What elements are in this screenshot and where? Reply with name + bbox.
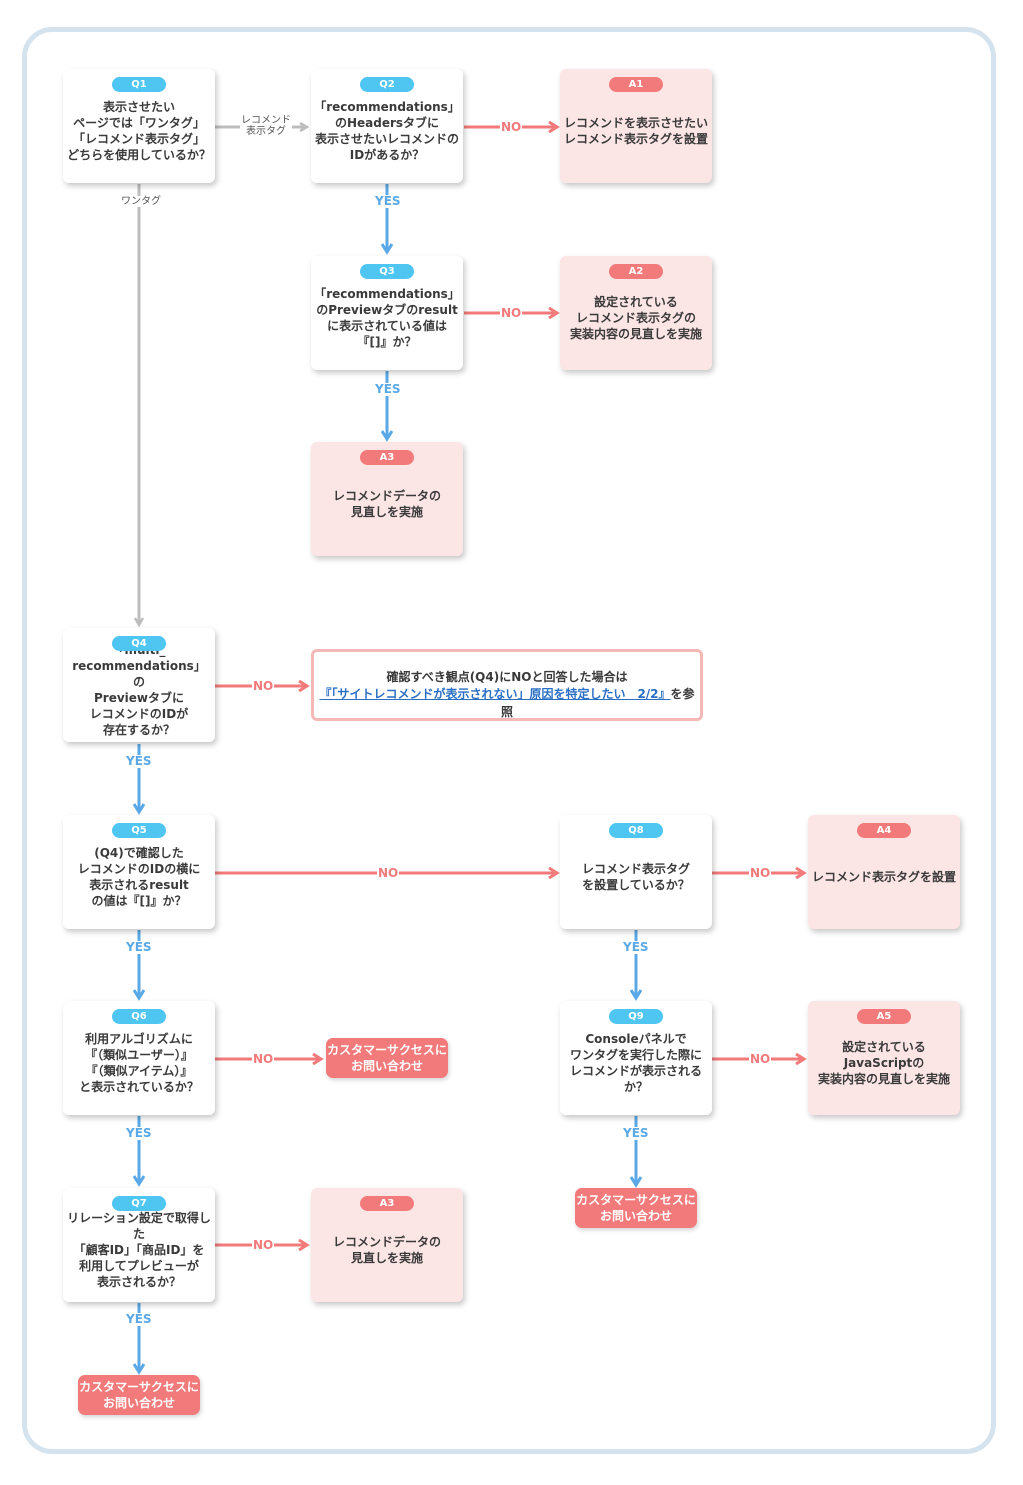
label-no: NO <box>252 1052 275 1066</box>
badge-a5: A5 <box>857 1009 911 1024</box>
question-text: 「multi_ recommendations」の Previewタブに レコメ… <box>72 643 206 737</box>
label-no: NO <box>377 866 400 880</box>
label-yes: YES <box>622 940 650 954</box>
note-suffix: を参照 <box>500 687 695 719</box>
label-yes: YES <box>125 940 153 954</box>
label-no: NO <box>749 1052 772 1066</box>
badge-q6: Q6 <box>112 1009 166 1024</box>
badge-q2: Q2 <box>360 77 414 92</box>
badge-q7: Q7 <box>112 1196 166 1211</box>
question-text: 「recommendations」 のPreviewタブのresult に表示さ… <box>314 287 460 349</box>
question-q9: Q9 Consoleパネルで ワンタグを実行した際に レコメンドが表示されるか？ <box>560 1001 712 1115</box>
answer-a2: A2 設定されている レコメンド表示タグの 実装内容の見直しを実施 <box>560 256 712 370</box>
answer-a5: A5 設定されている JavaScriptの 実装内容の見直しを実施 <box>808 1001 960 1115</box>
badge-q9: Q9 <box>609 1009 663 1024</box>
question-q2: Q2 「recommendations」 のHeadersタブに 表示させたいレ… <box>311 69 463 183</box>
answer-a1: A1 レコメンドを表示させたい レコメンド表示タグを設置 <box>560 69 712 183</box>
label-yes: YES <box>125 1312 153 1326</box>
question-q1: Q1 表示させたい ページでは「ワンタグ」 「レコメンド表示タグ」 どちらを使用… <box>63 69 215 183</box>
question-q4: Q4 「multi_ recommendations」の Previewタブに … <box>63 628 215 742</box>
question-text: リレーション設定で取得した 「顧客ID」「商品ID」を 利用してプレビューが 表… <box>67 1211 211 1289</box>
badge-a1: A1 <box>609 77 663 92</box>
contact-customer-success: カスタマーサクセスに お問い合わせ <box>326 1038 448 1078</box>
contact-customer-success: カスタマーサクセスに お問い合わせ <box>575 1188 697 1228</box>
question-q7: Q7 リレーション設定で取得した 「顧客ID」「商品ID」を 利用してプレビュー… <box>63 1188 215 1302</box>
answer-a3-repeat: A3 レコメンドデータの 見直しを実施 <box>311 1188 463 1302</box>
answer-text: レコメンドデータの 見直しを実施 <box>332 489 441 519</box>
answer-text: 設定されている レコメンド表示タグの 実装内容の見直しを実施 <box>569 295 702 341</box>
question-text: Consoleパネルで ワンタグを実行した際に レコメンドが表示されるか？ <box>569 1032 702 1094</box>
badge-a4: A4 <box>857 823 911 838</box>
badge-q3: Q3 <box>360 264 414 279</box>
answer-text: レコメンドを表示させたい レコメンド表示タグを設置 <box>564 116 709 146</box>
note-text: 確認すべき観点(Q4)にNOと回答した場合は <box>386 670 628 684</box>
question-q5: Q5 (Q4)で確認した レコメンドのIDの横に 表示されるresult の値は… <box>63 815 215 929</box>
badge-a2: A2 <box>609 264 663 279</box>
answer-text: レコメンドデータの 見直しを実施 <box>332 1235 441 1265</box>
answer-text: レコメンド表示タグを設置 <box>812 870 957 884</box>
answer-a3: A3 レコメンドデータの 見直しを実施 <box>311 442 463 556</box>
answer-text: 設定されている JavaScriptの 実装内容の見直しを実施 <box>817 1040 950 1086</box>
question-q3: Q3 「recommendations」 のPreviewタブのresult に… <box>311 256 463 370</box>
label-yes: YES <box>374 382 402 396</box>
note-link-line: 『「サイトレコメンドが表示されない」原因を特定したい 2/2』を参照 <box>314 685 700 721</box>
badge-q4: Q4 <box>112 636 166 651</box>
label-yes: YES <box>622 1126 650 1140</box>
question-text: 表示させたい ページでは「ワンタグ」 「レコメンド表示タグ」 どちらを使用してい… <box>67 100 211 162</box>
badge-a3: A3 <box>360 450 414 465</box>
reference-note: 確認すべき観点(Q4)にNOと回答した場合は 『「サイトレコメンドが表示されない… <box>311 649 703 721</box>
question-q8: Q8 レコメンド表示タグ を設置しているか？ <box>560 815 712 929</box>
question-text: 「recommendations」 のHeadersタブに 表示させたいレコメン… <box>314 100 460 162</box>
badge-a3: A3 <box>360 1196 414 1211</box>
label-yes: YES <box>125 1126 153 1140</box>
label-no: NO <box>500 120 523 134</box>
contact-customer-success: カスタマーサクセスに お問い合わせ <box>78 1375 200 1415</box>
question-text: 利用アルゴリズムに 『（類似ユーザー）』 『（類似アイテム）』 と表示されている… <box>79 1032 199 1094</box>
answer-a4: A4 レコメンド表示タグを設置 <box>808 815 960 929</box>
reference-link[interactable]: 『「サイトレコメンドが表示されない」原因を特定したい 2/2』 <box>319 687 671 701</box>
label-no: NO <box>749 866 772 880</box>
label-yes: YES <box>125 754 153 768</box>
label-yes: YES <box>374 194 402 208</box>
badge-q1: Q1 <box>112 77 166 92</box>
label-one-tag: ワンタグ <box>120 196 162 207</box>
question-text: レコメンド表示タグ を設置しているか？ <box>581 862 690 892</box>
question-text: (Q4)で確認した レコメンドのIDの横に 表示されるresult の値は『[]… <box>77 846 201 908</box>
label-no: NO <box>500 306 523 320</box>
label-no: NO <box>252 1238 275 1252</box>
label-no: NO <box>252 679 275 693</box>
badge-q8: Q8 <box>609 823 663 838</box>
badge-q5: Q5 <box>112 823 166 838</box>
label-recommend-tag: レコメンド 表示タグ <box>240 115 292 137</box>
question-q6: Q6 利用アルゴリズムに 『（類似ユーザー）』 『（類似アイテム）』 と表示され… <box>63 1001 215 1115</box>
